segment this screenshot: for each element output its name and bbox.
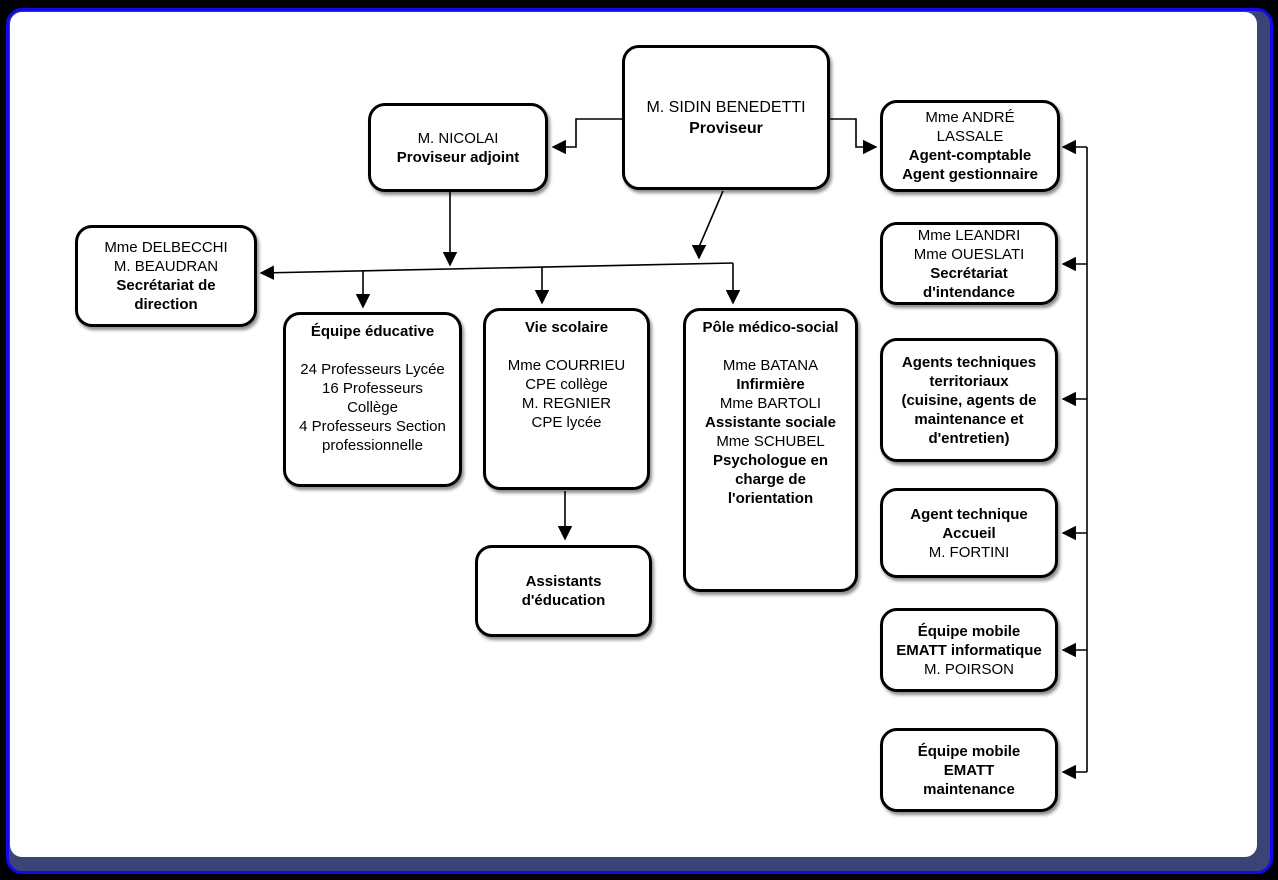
node-title-line: Équipe éducative [310,323,435,340]
node-text-line: Secrétariat de [116,277,216,294]
node-text-line: Secrétariat [930,264,1008,282]
org-node-ematt-maintenance: Équipe mobile EMATT maintenance [880,728,1058,812]
org-node-proviseur: M. SIDIN BENEDETTI Proviseur [622,45,830,190]
node-text-line: Mme SCHUBEL [716,433,825,450]
node-text-line: Assistants [525,573,602,590]
node-text-line [489,337,644,356]
org-node-ematt-informatique: Équipe mobile EMATT informatique M. POIR… [880,608,1058,692]
node-text-line: 16 Professeurs [322,380,423,397]
node-text-line: Équipe mobile [917,742,1021,760]
org-node-agent-comptable: Mme ANDRÉ LASSALE Agent-comptable Agent … [880,100,1060,192]
node-text-line: Agent gestionnaire [902,166,1038,183]
node-text-line: territoriaux [929,372,1009,390]
org-node-secretariat-direction: Mme DELBECCHI M. BEAUDRAN Secrétariat de… [75,225,257,327]
node-text-line: M. NICOLAI [417,129,499,147]
node-text-line: Accueil [942,524,996,542]
org-node-pole-medico-social: Pôle médico-social Mme BATANA Infirmière… [683,308,858,592]
node-text-line: professionnelle [322,437,423,454]
node-text-line: Mme DELBECCHI [104,239,228,256]
node-text-line: M. FORTINI [928,543,1010,561]
org-node-agent-accueil: Agent technique Accueil M. FORTINI [880,488,1058,578]
node-text-line: d'intendance [923,283,1015,301]
org-node-vie-scolaire: Vie scolaire Mme COURRIEU CPE collège M.… [483,308,650,490]
node-text-line: Proviseur adjoint [396,148,520,166]
node-text-line: M. REGNIER [521,395,612,412]
node-text-line: Agent-comptable [908,147,1032,164]
node-text-line: maintenance [923,780,1015,798]
node-text-line: M. BEAUDRAN [113,258,219,275]
node-text-line: 24 Professeurs Lycée [300,361,445,378]
node-text-line: direction [134,296,198,313]
org-node-assistants-education: Assistants d'éducation [475,545,652,637]
node-text-line [689,337,852,356]
node-text-line: l'orientation [727,490,814,507]
node-title-line: Vie scolaire [524,319,609,336]
node-text-line: Mme ANDRÉ [925,109,1015,126]
node-text-line: Proviseur [689,119,763,137]
node-text-line: Mme LEANDRI [917,226,1021,244]
node-text-line: EMATT [943,761,995,779]
node-text-line: Assistante sociale [705,414,836,431]
node-text-line: Agent technique [910,505,1028,523]
node-text-line: maintenance et [914,410,1024,428]
node-text-line: Mme BATANA [722,357,819,374]
org-node-equipe-educative: Équipe éducative 24 Professeurs Lycée 16… [283,312,462,487]
node-text-line: charge de [735,471,806,488]
node-text-line: M. POIRSON [923,660,1014,678]
node-text-line: (cuisine, agents de [901,391,1037,409]
node-text-line: Équipe mobile [917,622,1021,640]
node-text-line: Infirmière [736,376,805,393]
node-text-line: Mme BARTOLI [719,395,822,412]
node-text-line: Mme OUESLATI [913,245,1025,263]
org-node-secretariat-intendance: Mme LEANDRI Mme OUESLATI Secrétariat d'i… [880,222,1058,305]
node-text-line: LASSALE [936,128,1004,145]
node-text-line: CPE collège [525,376,608,393]
node-text-line: Mme COURRIEU [507,357,626,374]
org-node-agents-techniques: Agents techniques territoriaux (cuisine,… [880,338,1058,462]
node-text-line: M. SIDIN BENEDETTI [646,98,806,116]
node-text-line [289,341,456,360]
node-text-line: d'éducation [521,592,606,609]
org-node-proviseur-adjoint: M. NICOLAI Proviseur adjoint [368,103,548,192]
node-text-line: d'entretien) [928,429,1010,447]
node-title-line: Pôle médico-social [702,319,839,336]
node-text-line: CPE lycée [531,414,602,431]
node-text-line: Psychologue en [712,452,829,469]
node-text-line: Agents techniques [901,353,1037,371]
node-text-line: EMATT informatique [896,641,1042,659]
node-text-line: 4 Professeurs Section [299,418,446,435]
node-text-line: Collège [347,399,398,416]
